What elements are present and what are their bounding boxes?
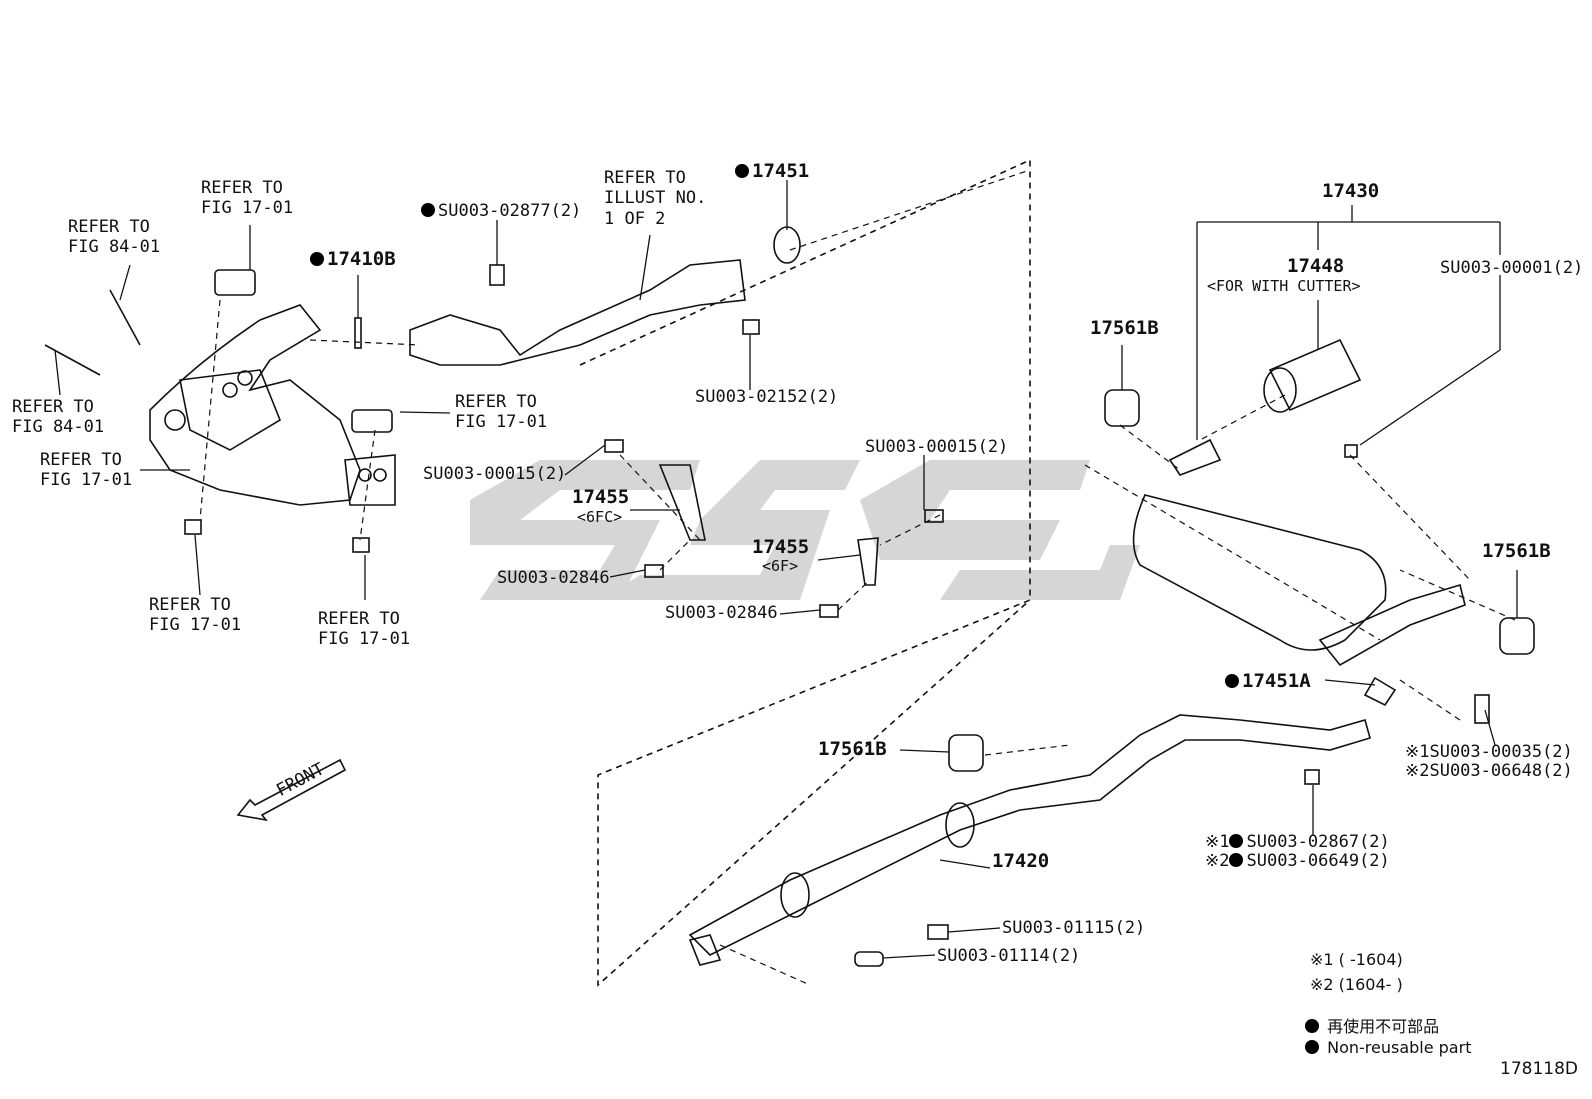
non-reusable-dot xyxy=(1305,1019,1319,1033)
part-17455-a: 17455 xyxy=(572,486,630,508)
part-su003-00035: ※1SU003-00035(2) xyxy=(1405,742,1573,762)
legend-nonreusable-jp: 再使用不可部品 xyxy=(1305,1013,1439,1037)
part-su003-06648: ※2SU003-06648(2) xyxy=(1405,761,1573,781)
part-17455-a-variant: <6FC> xyxy=(577,508,623,526)
non-reusable-dot xyxy=(735,164,749,178)
part-17410b: 17410B xyxy=(310,248,396,271)
part-su003-00015-a: SU003-00015(2) xyxy=(423,464,567,484)
legend-note-1: ※1 ( -1604) xyxy=(1310,950,1403,969)
non-reusable-dot xyxy=(310,252,324,266)
part-su003-02152: SU003-02152(2) xyxy=(695,387,839,407)
legend-note-2: ※2 (1604- ) xyxy=(1310,975,1403,994)
non-reusable-dot xyxy=(1225,674,1239,688)
part-su003-01115: SU003-01115(2) xyxy=(1002,918,1146,938)
part-17455-b-variant: <6F> xyxy=(762,557,799,575)
part-17451: 17451 xyxy=(735,160,809,183)
part-17561b-b: 17561B xyxy=(1482,540,1551,562)
part-17455-b: 17455 xyxy=(752,536,810,558)
part-17561b-c: 17561B xyxy=(818,738,887,760)
part-su003-00001: SU003-00001(2) xyxy=(1440,258,1584,278)
part-17448: 17448 xyxy=(1287,255,1345,277)
part-17451a: 17451A xyxy=(1225,670,1311,693)
non-reusable-dot xyxy=(1305,1040,1319,1054)
parts-outline xyxy=(44,158,1535,987)
non-reusable-dot xyxy=(421,203,435,217)
part-17420: 17420 xyxy=(992,850,1050,872)
figure-code: 178118D xyxy=(1500,1059,1578,1079)
non-reusable-dot xyxy=(1229,853,1244,867)
part-su003-00015-b: SU003-00015(2) xyxy=(865,437,1009,457)
part-17448-variant: <FOR WITH CUTTER> xyxy=(1207,277,1361,295)
watermark xyxy=(470,460,1140,600)
part-17561b-a: 17561B xyxy=(1090,317,1159,339)
part-su003-02846-a: SU003-02846 xyxy=(497,568,610,588)
part-17430: 17430 xyxy=(1322,180,1380,202)
legend-nonreusable-en: Non-reusable part xyxy=(1305,1038,1471,1057)
part-su003-02846-b: SU003-02846 xyxy=(665,603,778,623)
non-reusable-dot xyxy=(1229,834,1244,848)
part-su003-02877: SU003-02877(2) xyxy=(421,201,581,221)
part-su003-01114: SU003-01114(2) xyxy=(937,946,1081,966)
